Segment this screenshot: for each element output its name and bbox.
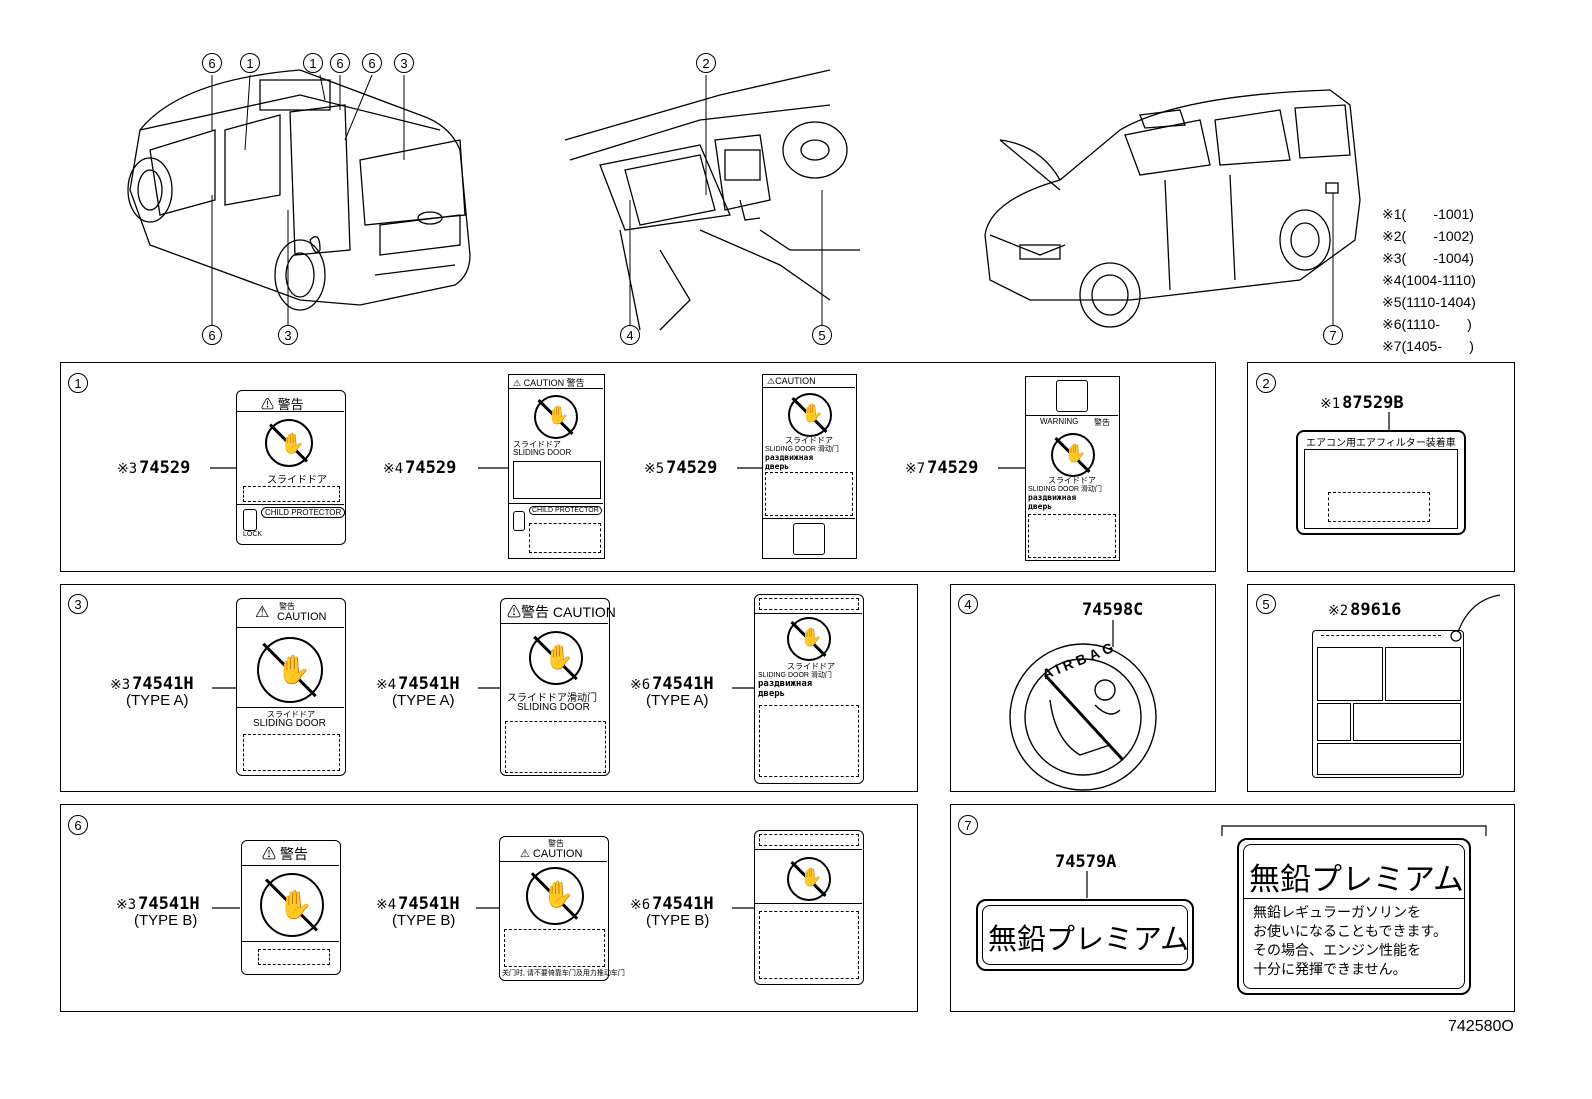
sticker-74529-type3: ⚠ 警告 ✋ スライドドア CHILD PROTECTOR LOCK [236,390,346,545]
child-seat-icon [793,523,825,555]
no-hand-icon: ✋ [265,419,313,467]
callout-5-dash: 5 [812,325,832,345]
no-hand-icon: ✋ [529,631,583,685]
detail-title: 無鉛プレミアム [1249,862,1464,898]
no-hand-icon: ✋ [534,395,578,439]
panel-3-type-1: (TYPE A) [126,692,189,709]
no-hand-icon: ✋ [787,617,831,661]
panel-1-number: 1 [68,373,88,393]
callout-2-dash: 2 [696,53,716,73]
no-hand-icon: ✋ [787,857,831,901]
panel-7-number: 7 [958,815,978,835]
legend-row-7: ※7(1405- ) [1382,338,1474,354]
panel-6-type-2: (TYPE B) [392,912,456,929]
sticker-74541H-typeB-4: 警告 ⚠ CAUTION ✋ 关门时, 请不要倚靠车门及用力推动车门 [499,836,625,981]
part-number-leader-lines [210,412,1487,909]
dashboard-leader-lines [629,75,823,325]
panel-6-type-1: (TYPE B) [134,912,198,929]
diagram-code: 742580O [1448,1018,1514,1035]
panel-5 [1247,584,1515,792]
panel-3 [60,584,918,792]
sticker-74529-type7: WARNING 警告 ✋ スライドドア SLIDING DOOR 滑动门 раз… [1025,376,1120,561]
vehicle-front-view-illustration [984,89,1361,328]
legend-row-3: ※3( -1004) [1382,250,1474,266]
panel-2 [1247,362,1515,572]
detail-body: 無鉛レギュラーガソリンを お使いになることもできます。 その場合、エンジン性能を… [1253,905,1448,978]
panel-4-number: 4 [958,594,978,614]
clip-hole [1450,630,1462,642]
callout-6-top-mid: 6 [330,53,350,73]
vehicle-rear-view-illustration [127,69,471,311]
no-hand-icon: ✋ [257,637,323,703]
legend-row-6: ※6(1110- ) [1382,316,1472,332]
dashboard-interior-illustration [564,69,860,331]
callout-6-bottom: 6 [202,325,222,345]
sticker-74541H-typeA-3: ⚠ 警告 CAUTION ✋ スライドドア SLIDING DOOR [236,598,346,776]
sticker-89616 [1312,630,1464,778]
panel-5-number: 5 [1256,594,1276,614]
panel-4-label: 74598C [1082,600,1144,620]
sticker-detail-enlarged: 無鉛プレミアム 無鉛レギュラーガソリンを お使いになることもできます。 その場合… [1237,838,1471,995]
sticker-74541H-typeB-3: ⚠ 警告 ✋ [241,840,341,975]
callout-7-front: 7 [1323,325,1343,345]
child-seat-icon [1056,380,1088,412]
legend-row-1: ※1( -1001) [1382,206,1474,222]
sticker-87529B: エアコン用エアフィルター装着車 [1296,430,1466,535]
panel-1 [60,362,1216,572]
sticker-74541H-typeA-4: ⚠警告 CAUTION ✋ スライドドア滑动门 SLIDING DOOR [500,598,616,776]
legend-row-4: ※4(1004-1110) [1382,272,1476,288]
panel-3-number: 3 [68,594,88,614]
callout-6-top-right: 6 [362,53,382,73]
rear-view-leader-lines [211,74,405,325]
callout-4-dash: 4 [620,325,640,345]
panel-7 [950,804,1515,1012]
callout-3-bottom: 3 [278,325,298,345]
panel-6-type-3: (TYPE B) [646,912,710,929]
no-hand-icon: ✋ [1051,433,1095,477]
no-hand-icon: ✋ [526,867,584,925]
sticker-74541H-typeB-6: ✋ [754,830,864,985]
callout-6-top-left: 6 [202,53,222,73]
callout-1-top-left: 1 [240,53,260,73]
sticker-74529-type4: ⚠ CAUTION 警告 ✋ スライドドア SLIDING DOOR CHILD… [508,374,605,559]
no-hand-icon: ✋ [788,393,832,437]
legend-row-5: ※5(1110-1404) [1382,294,1476,310]
panel-6-number: 6 [68,815,88,835]
clip-wire [1457,594,1501,633]
airbag-sticker-graphic [1009,643,1157,791]
callout-1-top-mid: 1 [303,53,323,73]
sticker-74541H-typeA-6: ✋ スライドドア SLIDING DOOR 滑动门 раздвижная две… [754,594,864,784]
panel-7-label: 74579A [1055,852,1117,872]
sticker-74579A: 無鉛プレミアム [976,899,1194,971]
callout-3-top: 3 [394,53,414,73]
legend-row-2: ※2( -1002) [1382,228,1474,244]
sticker-74529-type5: ⚠CAUTION ✋ スライドドア SLIDING DOOR 滑动门 раздв… [762,374,857,559]
panel-3-type-3: (TYPE A) [646,692,709,709]
no-hand-icon: ✋ [260,873,324,937]
sticker-label-text: 無鉛プレミアム [988,922,1189,956]
panel-3-type-2: (TYPE A) [392,692,455,709]
panel-4 [950,584,1216,792]
panel-6 [60,804,918,1012]
panel-2-number: 2 [1256,373,1276,393]
